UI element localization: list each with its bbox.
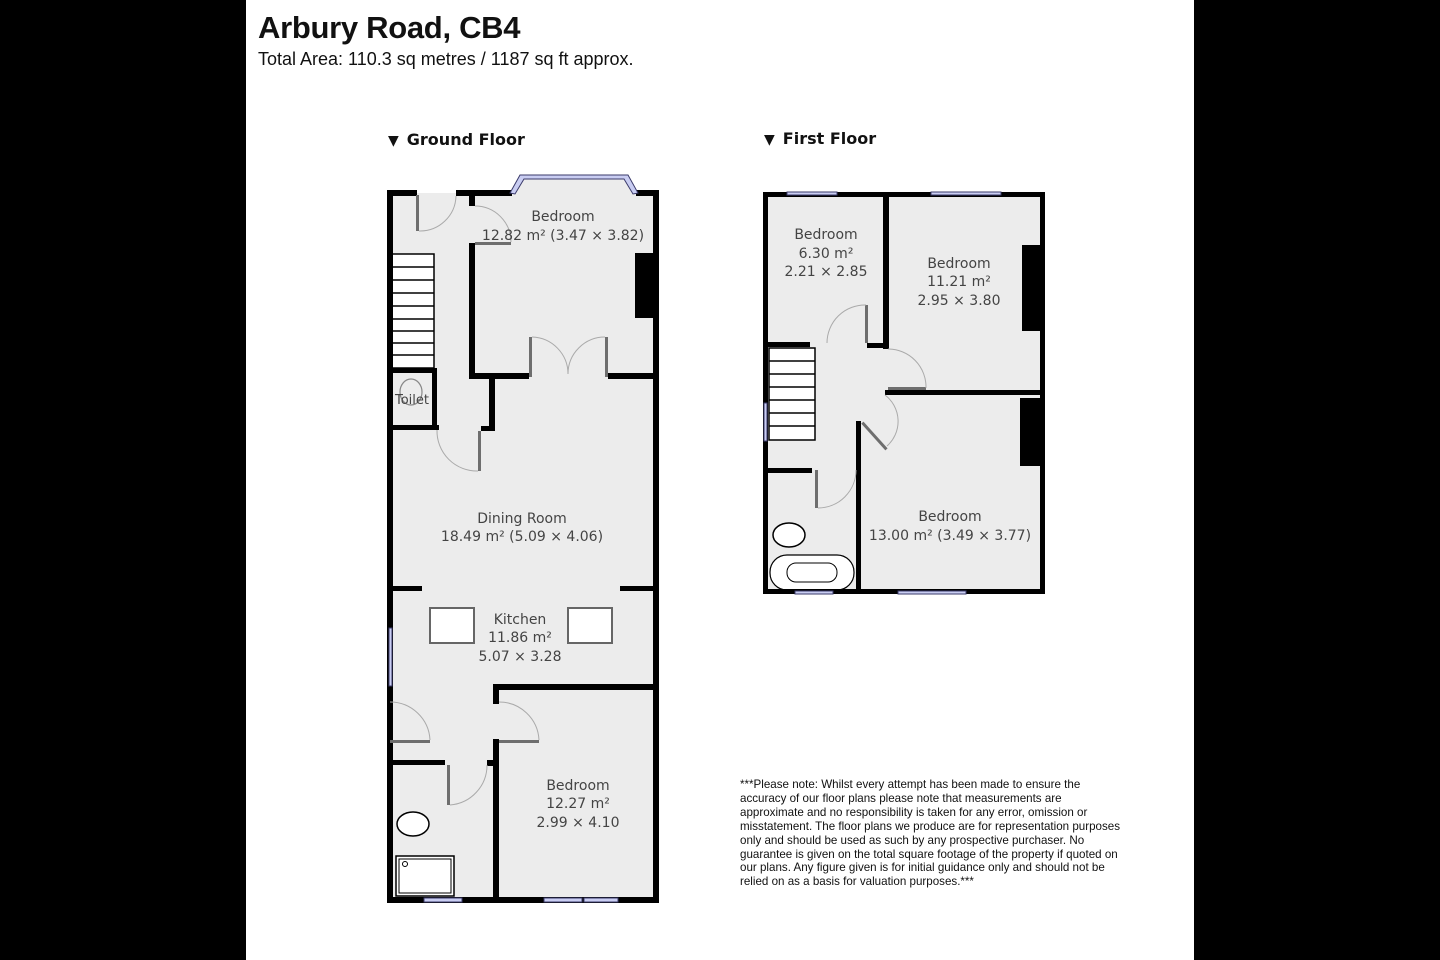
total-area: Total Area: 110.3 sq metres / 1187 sq ft… (258, 49, 634, 69)
triangle-down-icon: ▼ (764, 132, 775, 148)
room-area: 6.30 m² (799, 246, 854, 262)
walls (387, 190, 659, 903)
property-title: Arbury Road, CB4 (258, 10, 521, 45)
room-dimensions: 2.99 × 4.10 (537, 815, 620, 831)
floor-plan-drawing: Bedroom 12.82 m² (3.47 × 3.82) Toilet Di… (387, 174, 1045, 903)
staircase (391, 253, 435, 369)
windows (763, 191, 1002, 595)
first-floor-label: ▼First Floor (764, 129, 877, 148)
room-dimensions: 5.07 × 3.28 (479, 649, 562, 665)
door-swings (817, 304, 927, 509)
room-name: Bedroom (918, 509, 981, 525)
staircase (768, 347, 816, 441)
room-dimensions: 2.95 × 3.80 (918, 293, 1001, 309)
room-name: Bedroom (546, 778, 609, 794)
kitchen-unit (429, 607, 475, 644)
toilet-fixture (772, 522, 806, 548)
room-name: Dining Room (477, 511, 567, 527)
windows (388, 174, 639, 903)
disclaimer-note: ***Please note: Whilst every attempt has… (740, 778, 1121, 889)
triangle-down-icon: ▼ (388, 133, 399, 149)
kitchen-unit (567, 607, 613, 644)
door-swings (389, 195, 606, 806)
bathtub (769, 554, 855, 591)
room-name: Bedroom (531, 209, 594, 225)
room-name: Bedroom (927, 256, 990, 272)
doors (390, 195, 608, 805)
ground-floor-label: ▼Ground Floor (388, 130, 525, 149)
room-area: 18.49 m² (5.09 × 4.06) (441, 529, 603, 545)
room-area: 12.27 m² (546, 796, 610, 812)
room-area: 11.86 m² (488, 630, 552, 646)
toilet-fixture (396, 811, 430, 837)
room-name: Toilet (394, 393, 429, 408)
shower-tray (395, 855, 455, 897)
room-name: Bedroom (794, 227, 857, 243)
room-area: 12.82 m² (3.47 × 3.82) (482, 228, 644, 244)
room-name: Kitchen (494, 612, 547, 628)
doors (815, 305, 926, 508)
floor-plan-page: Arbury Road, CB4 Total Area: 110.3 sq me… (246, 0, 1194, 960)
ground-floor-plan: Bedroom 12.82 m² (3.47 × 3.82) Toilet Di… (387, 174, 659, 903)
room-area: 11.21 m² (927, 274, 991, 290)
room-dimensions: 2.21 × 2.85 (785, 264, 868, 280)
room-area: 13.00 m² (3.49 × 3.77) (869, 528, 1031, 544)
first-floor-plan: Bedroom 6.30 m² 2.21 × 2.85 Bedroom 11.2… (763, 191, 1045, 595)
toilet-fixture (399, 378, 423, 406)
